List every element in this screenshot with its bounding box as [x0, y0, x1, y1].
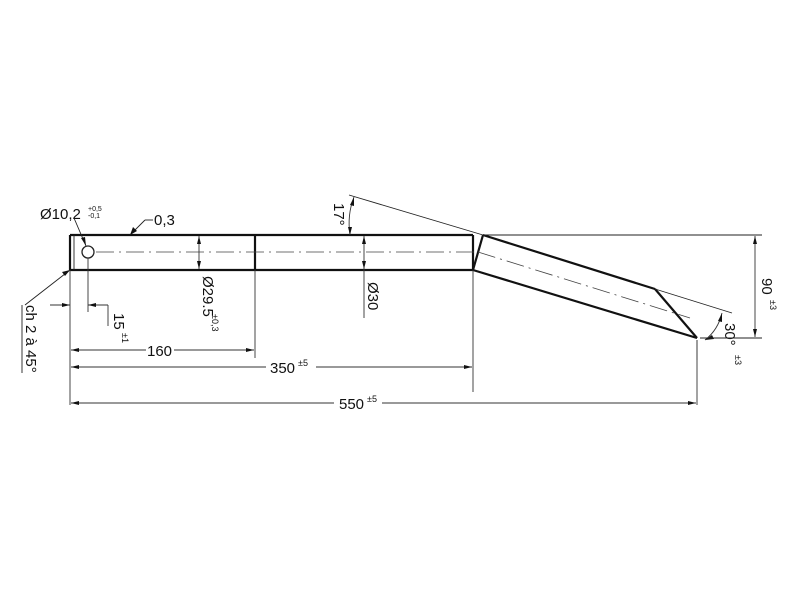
hole-position-tol: ±1 [120, 333, 130, 343]
length-550-tol: ±5 [367, 394, 377, 404]
length-350-dimension: 350 ±5 [71, 270, 474, 392]
chamfer-label: ch 2 à 45° [22, 305, 39, 373]
chamfer-callout: ch 2 à 45° [21, 269, 71, 373]
height-dimension: 90 ±3 [483, 234, 778, 339]
tip-angle-dimension: 30° ±3 [654, 288, 743, 365]
bend-angle-dimension: 17° [330, 194, 484, 236]
bend-angle-label: 17° [330, 203, 347, 226]
hole-diameter-tol-upper: +0,5 [88, 206, 102, 213]
diameter-reduced-tol: ±0,3 [210, 314, 220, 331]
hole-circle [81, 245, 95, 259]
hole-diameter-tol-lower: -0,1 [88, 213, 100, 220]
length-550-label: 550 [339, 396, 364, 413]
tip-angle-label: 30° [721, 323, 738, 346]
height-label: 90 [758, 278, 775, 295]
length-160-label: 160 [147, 343, 172, 360]
hole-diameter-label: Ø10,2 [40, 206, 81, 223]
diameter-main-label: Ø30 [364, 282, 381, 310]
tip-angle-tol: ±3 [733, 355, 743, 365]
diameter-main-dimension: Ø30 [362, 236, 381, 318]
surface-callout: 0,3 [129, 212, 175, 236]
height-tol: ±3 [768, 300, 778, 310]
length-160-dimension: 160 [71, 270, 256, 360]
shaft-body [68, 233, 698, 340]
length-350-label: 350 [270, 360, 295, 377]
hole-position-label: 15 [110, 313, 127, 330]
surface-label: 0,3 [154, 212, 175, 229]
diameter-reduced-dimension: Ø29.5 ±0,3 [197, 236, 220, 331]
diameter-reduced-label: Ø29.5 [199, 276, 216, 317]
hole-position-dimension: 15 ±1 [50, 258, 130, 405]
hole-diameter-callout: Ø10,2 +0,5 -0,1 [40, 206, 102, 247]
length-350-tol: ±5 [298, 358, 308, 368]
center-line-bent [477, 251, 691, 319]
length-550-dimension: 550 ±5 [71, 360, 698, 413]
